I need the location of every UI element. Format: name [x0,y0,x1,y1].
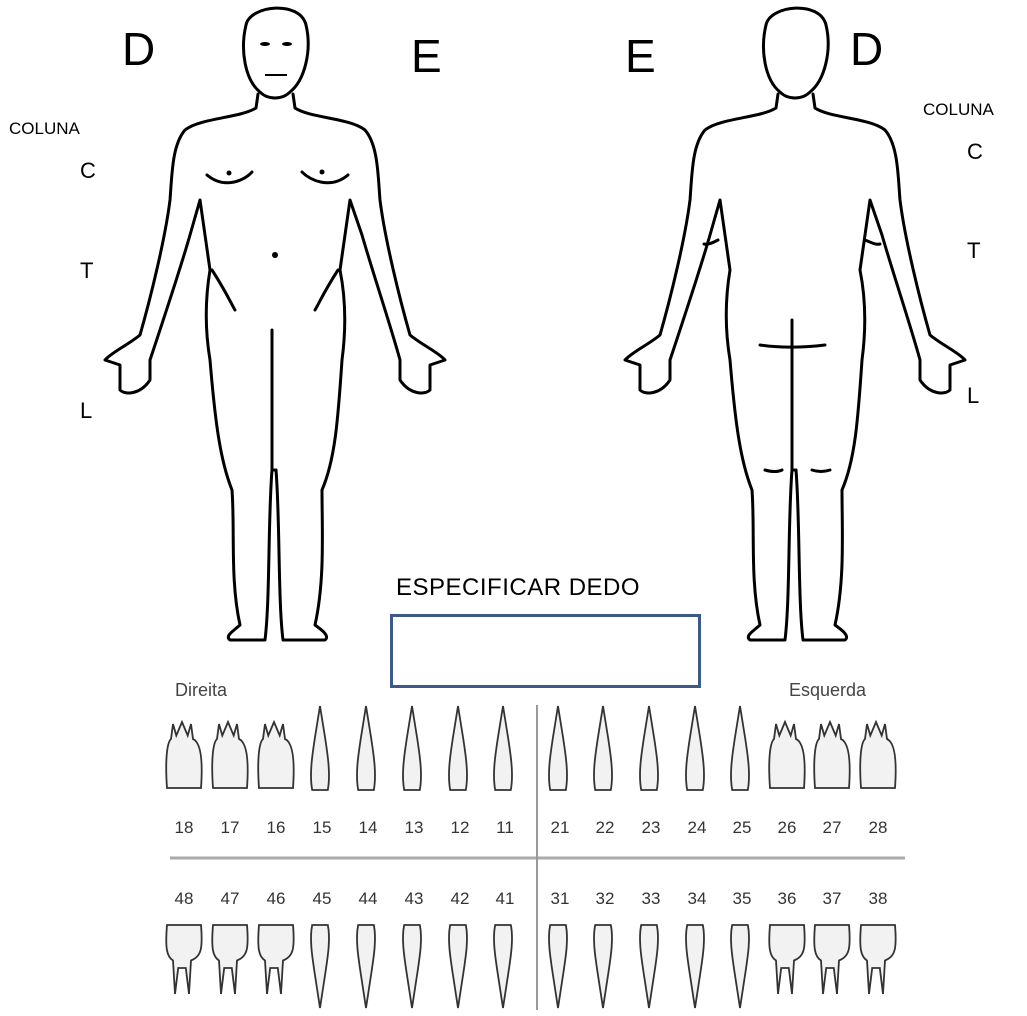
tooth-number-27: 27 [817,818,847,838]
tooth-number-26: 26 [772,818,802,838]
tooth-number-34: 34 [682,889,712,909]
tooth-number-28: 28 [863,818,893,838]
tooth-number-38: 38 [863,889,893,909]
tooth-number-23: 23 [636,818,666,838]
tooth-42[interactable] [445,923,475,1012]
tooth-22[interactable] [590,704,620,794]
tooth-27[interactable] [811,718,853,792]
tooth-35[interactable] [727,923,757,1012]
tooth-number-14: 14 [353,818,383,838]
tooth-number-37: 37 [817,889,847,909]
tooth-number-15: 15 [307,818,337,838]
tooth-number-44: 44 [353,889,383,909]
tooth-33[interactable] [636,923,666,1012]
tooth-46[interactable] [255,923,297,1002]
tooth-number-45: 45 [307,889,337,909]
tooth-number-31: 31 [545,889,575,909]
tooth-26[interactable] [766,718,808,792]
tooth-34[interactable] [682,923,712,1012]
tooth-47[interactable] [209,923,251,1002]
tooth-11[interactable] [490,704,520,794]
tooth-number-16: 16 [261,818,291,838]
tooth-number-24: 24 [682,818,712,838]
tooth-number-36: 36 [772,889,802,909]
tooth-32[interactable] [590,923,620,1012]
tooth-43[interactable] [399,923,429,1012]
tooth-number-35: 35 [727,889,757,909]
tooth-36[interactable] [766,923,808,1002]
tooth-number-12: 12 [445,818,475,838]
tooth-37[interactable] [811,923,853,1002]
tooth-number-17: 17 [215,818,245,838]
tooth-13[interactable] [399,704,429,794]
tooth-number-21: 21 [545,818,575,838]
tooth-number-22: 22 [590,818,620,838]
tooth-number-25: 25 [727,818,757,838]
tooth-48[interactable] [163,923,205,1002]
tooth-45[interactable] [307,923,337,1012]
tooth-16[interactable] [255,718,297,792]
tooth-number-43: 43 [399,889,429,909]
tooth-14[interactable] [353,704,383,794]
tooth-17[interactable] [209,718,251,792]
tooth-number-18: 18 [169,818,199,838]
tooth-number-13: 13 [399,818,429,838]
tooth-number-48: 48 [169,889,199,909]
tooth-21[interactable] [545,704,575,794]
tooth-41[interactable] [490,923,520,1012]
tooth-24[interactable] [682,704,712,794]
tooth-23[interactable] [636,704,666,794]
tooth-number-32: 32 [590,889,620,909]
tooth-number-41: 41 [490,889,520,909]
tooth-28[interactable] [857,718,899,792]
tooth-number-33: 33 [636,889,666,909]
tooth-15[interactable] [307,704,337,794]
tooth-44[interactable] [353,923,383,1012]
tooth-31[interactable] [545,923,575,1012]
tooth-25[interactable] [727,704,757,794]
tooth-number-46: 46 [261,889,291,909]
tooth-number-11: 11 [490,818,520,838]
tooth-12[interactable] [445,704,475,794]
tooth-38[interactable] [857,923,899,1002]
tooth-18[interactable] [163,718,205,792]
tooth-number-47: 47 [215,889,245,909]
tooth-number-42: 42 [445,889,475,909]
